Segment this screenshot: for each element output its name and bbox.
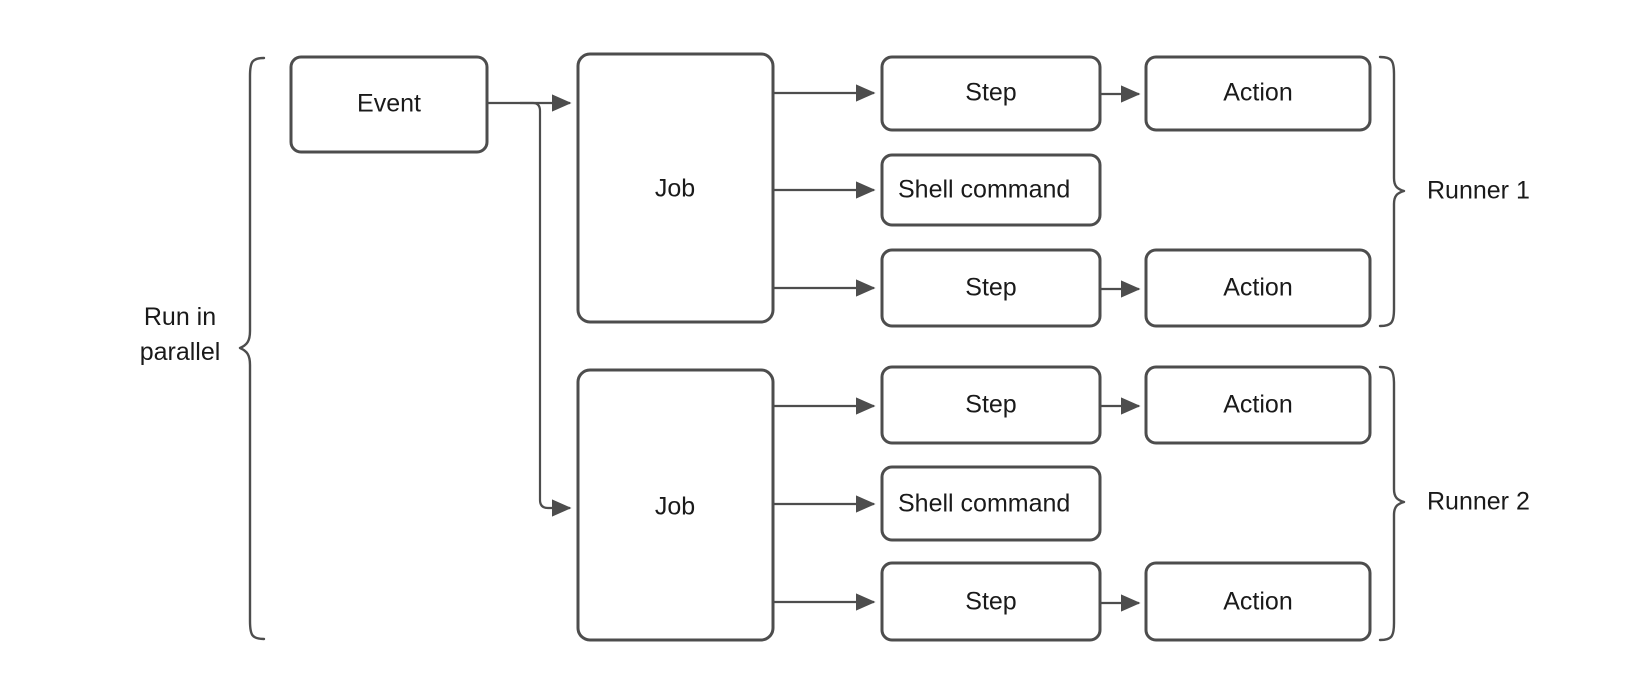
shell-command-label-runner-1: Shell command <box>898 176 1070 204</box>
runner-1-label: Runner 1 <box>1427 177 1530 205</box>
runner-2-label: Runner 2 <box>1427 488 1530 516</box>
step-label-runner-1-row-1: Step <box>965 79 1016 107</box>
run-in-parallel-label-line1: Run in <box>144 303 216 331</box>
step-label-runner-1-row-3: Step <box>965 274 1016 302</box>
action-label-runner-1-row-1: Action <box>1223 79 1292 107</box>
event-label: Event <box>357 90 421 118</box>
job-1-to-steps-connectors <box>773 84 876 297</box>
event-to-jobs-connector <box>487 94 572 517</box>
step-label-runner-2-row-3: Step <box>965 588 1016 616</box>
job-label-runner-2: Job <box>655 493 695 521</box>
shell-command-box-runner-1[interactable] <box>880 153 1102 227</box>
shell-command-box-runner-2[interactable] <box>880 465 1102 542</box>
action-box-runner-1-row-1[interactable] <box>1144 55 1372 132</box>
job-box-runner-1[interactable] <box>576 52 775 324</box>
runner-1-brace <box>1378 55 1406 328</box>
action-box-runner-2-row-3[interactable] <box>1144 561 1372 642</box>
run-in-parallel-brace <box>238 56 266 641</box>
action-label-runner-1-row-3: Action <box>1223 274 1292 302</box>
shell-command-label-runner-2: Shell command <box>898 490 1070 518</box>
event-box[interactable] <box>289 55 489 154</box>
action-box-runner-2-row-1[interactable] <box>1144 365 1372 445</box>
job-2-to-steps-connectors <box>773 397 876 611</box>
runner-2-brace <box>1378 365 1406 642</box>
run-in-parallel-label-line2: parallel <box>140 338 221 366</box>
action-box-runner-1-row-3[interactable] <box>1144 248 1372 328</box>
job-label-runner-1: Job <box>655 175 695 203</box>
action-label-runner-2-row-1: Action <box>1223 391 1292 419</box>
action-label-runner-2-row-3: Action <box>1223 588 1292 616</box>
step-box-runner-2-row-3[interactable] <box>880 561 1102 642</box>
step-label-runner-2-row-1: Step <box>965 391 1016 419</box>
